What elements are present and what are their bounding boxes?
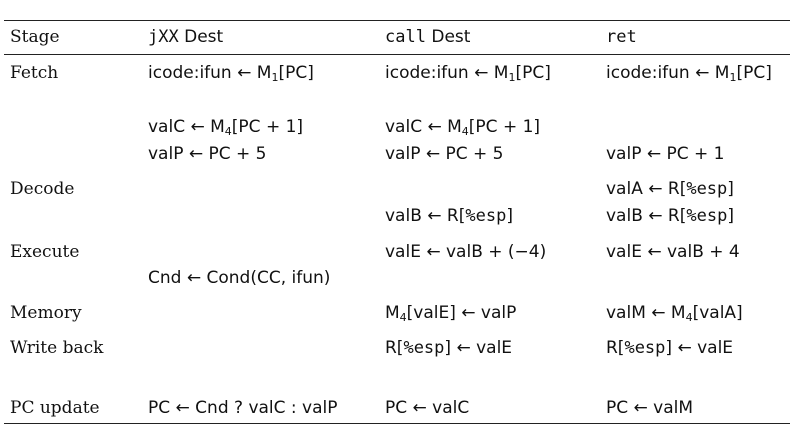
ret-execute-vale: valE ← valB + 4 xyxy=(606,242,740,262)
header-ret: ret xyxy=(606,27,637,47)
jxx-fetch-icode: icode:ifun ← M1[PC] xyxy=(148,63,314,84)
stage-decode: Decode xyxy=(10,179,75,199)
jxx-pcupdate: PC ← Cnd ? valC : valP xyxy=(148,398,338,418)
call-dest-label: Dest xyxy=(425,27,471,47)
header-jxx-dest: jXX Dest xyxy=(148,27,223,47)
stage-writeback: Write back xyxy=(10,338,104,358)
jxx-execute-cnd: Cnd ← Cond(CC, ifun) xyxy=(148,268,331,288)
ret-fetch-icode: icode:ifun ← M1[PC] xyxy=(606,63,772,84)
stage-memory: Memory xyxy=(10,303,82,323)
call-fetch-icode: icode:ifun ← M1[PC] xyxy=(385,63,551,84)
header-stage: Stage xyxy=(10,27,60,47)
call-writeback: R[%esp] ← valE xyxy=(385,338,513,358)
call-execute-vale: valE ← valB + (−4) xyxy=(385,242,547,262)
header-call-dest: call Dest xyxy=(385,27,470,47)
stage-fetch: Fetch xyxy=(10,63,59,83)
call-decode-valb: valB ← R[%esp] xyxy=(385,206,513,226)
call-code: call xyxy=(385,27,426,47)
ret-memory: valM ← M4[valA] xyxy=(606,303,743,324)
call-fetch-valp: valP ← PC + 5 xyxy=(385,144,504,164)
jxx-fetch-valp: valP ← PC + 5 xyxy=(148,144,267,164)
header-rule xyxy=(4,54,790,55)
call-memory: M4[valE] ← valP xyxy=(385,303,517,324)
ret-writeback: R[%esp] ← valE xyxy=(606,338,734,358)
ret-fetch-valp: valP ← PC + 1 xyxy=(606,144,725,164)
call-pcupdate: PC ← valC xyxy=(385,398,470,418)
stage-pcupdate: PC update xyxy=(10,398,100,418)
jxx-code: jXX xyxy=(148,27,179,47)
call-fetch-valc: valC ← M4[PC + 1] xyxy=(385,117,541,138)
jxx-fetch-valc: valC ← M4[PC + 1] xyxy=(148,117,304,138)
ret-decode-valb: valB ← R[%esp] xyxy=(606,206,734,226)
top-rule xyxy=(4,20,790,21)
stage-execute: Execute xyxy=(10,242,80,262)
jxx-dest-label: Dest xyxy=(178,27,224,47)
bottom-rule xyxy=(4,423,790,424)
ret-pcupdate: PC ← valM xyxy=(606,398,694,418)
ret-decode-vala: valA ← R[%esp] xyxy=(606,179,734,199)
